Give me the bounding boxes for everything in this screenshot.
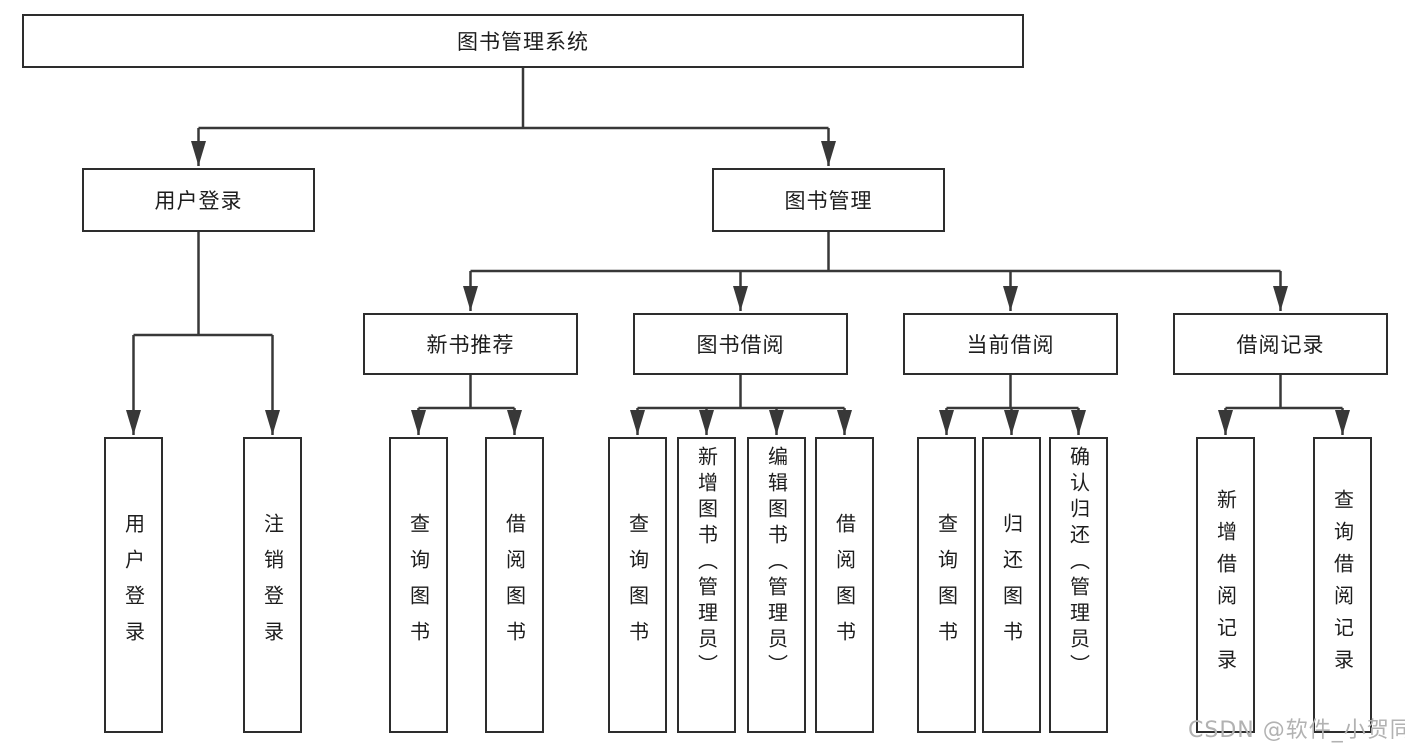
leaf-label: 归还图书 — [999, 513, 1024, 657]
node-new-book-recommendation: 新书推荐 — [363, 313, 578, 375]
leaf-label: 借阅图书 — [502, 513, 527, 657]
leaf-label: 新增图书（管理员） — [694, 446, 719, 680]
leaf-label: 查询图书 — [406, 513, 431, 657]
leaf-user-login: 用户登录 — [104, 437, 163, 733]
csdn-watermark: CSDN @软件_小贺同学 — [1188, 718, 1405, 743]
node-label: 图书管理系统 — [457, 30, 589, 54]
leaf-label: 注销登录 — [260, 513, 285, 657]
leaf-query-borrow-record: 查询借阅记录 — [1313, 437, 1372, 733]
node-label: 当前借阅 — [966, 333, 1055, 357]
leaf-label: 用户登录 — [121, 513, 146, 657]
leaf-query-books-recommend: 查询图书 — [389, 437, 448, 733]
leaf-borrow-books-recommend: 借阅图书 — [485, 437, 544, 733]
node-user-login: 用户登录 — [82, 168, 315, 232]
leaf-logout: 注销登录 — [243, 437, 302, 733]
node-book-borrowing: 图书借阅 — [633, 313, 848, 375]
leaf-add-borrow-record: 新增借阅记录 — [1196, 437, 1255, 733]
leaf-label: 新增借阅记录 — [1213, 489, 1238, 681]
leaf-borrow-books: 借阅图书 — [815, 437, 874, 733]
node-root-library-management-system: 图书管理系统 — [22, 14, 1024, 68]
node-label: 借阅记录 — [1236, 333, 1325, 357]
leaf-query-books-current: 查询图书 — [917, 437, 976, 733]
leaf-query-books-borrow: 查询图书 — [608, 437, 667, 733]
node-current-borrowing: 当前借阅 — [903, 313, 1118, 375]
node-label: 用户登录 — [154, 189, 243, 213]
node-book-management: 图书管理 — [712, 168, 945, 232]
leaf-label: 借阅图书 — [832, 513, 857, 657]
leaf-return-books: 归还图书 — [982, 437, 1041, 733]
leaf-label: 查询借阅记录 — [1330, 489, 1355, 681]
leaf-label: 确认归还（管理员） — [1066, 446, 1091, 680]
leaf-confirm-return-admin: 确认归还（管理员） — [1049, 437, 1108, 733]
node-label: 图书管理 — [784, 189, 873, 213]
node-label: 新书推荐 — [426, 333, 515, 357]
leaf-label: 查询图书 — [934, 513, 959, 657]
node-borrowing-records: 借阅记录 — [1173, 313, 1388, 375]
leaf-label: 查询图书 — [625, 513, 650, 657]
leaf-label: 编辑图书（管理员） — [764, 446, 789, 680]
node-label: 图书借阅 — [696, 333, 785, 357]
leaf-add-books-admin: 新增图书（管理员） — [677, 437, 736, 733]
leaf-edit-books-admin: 编辑图书（管理员） — [747, 437, 806, 733]
